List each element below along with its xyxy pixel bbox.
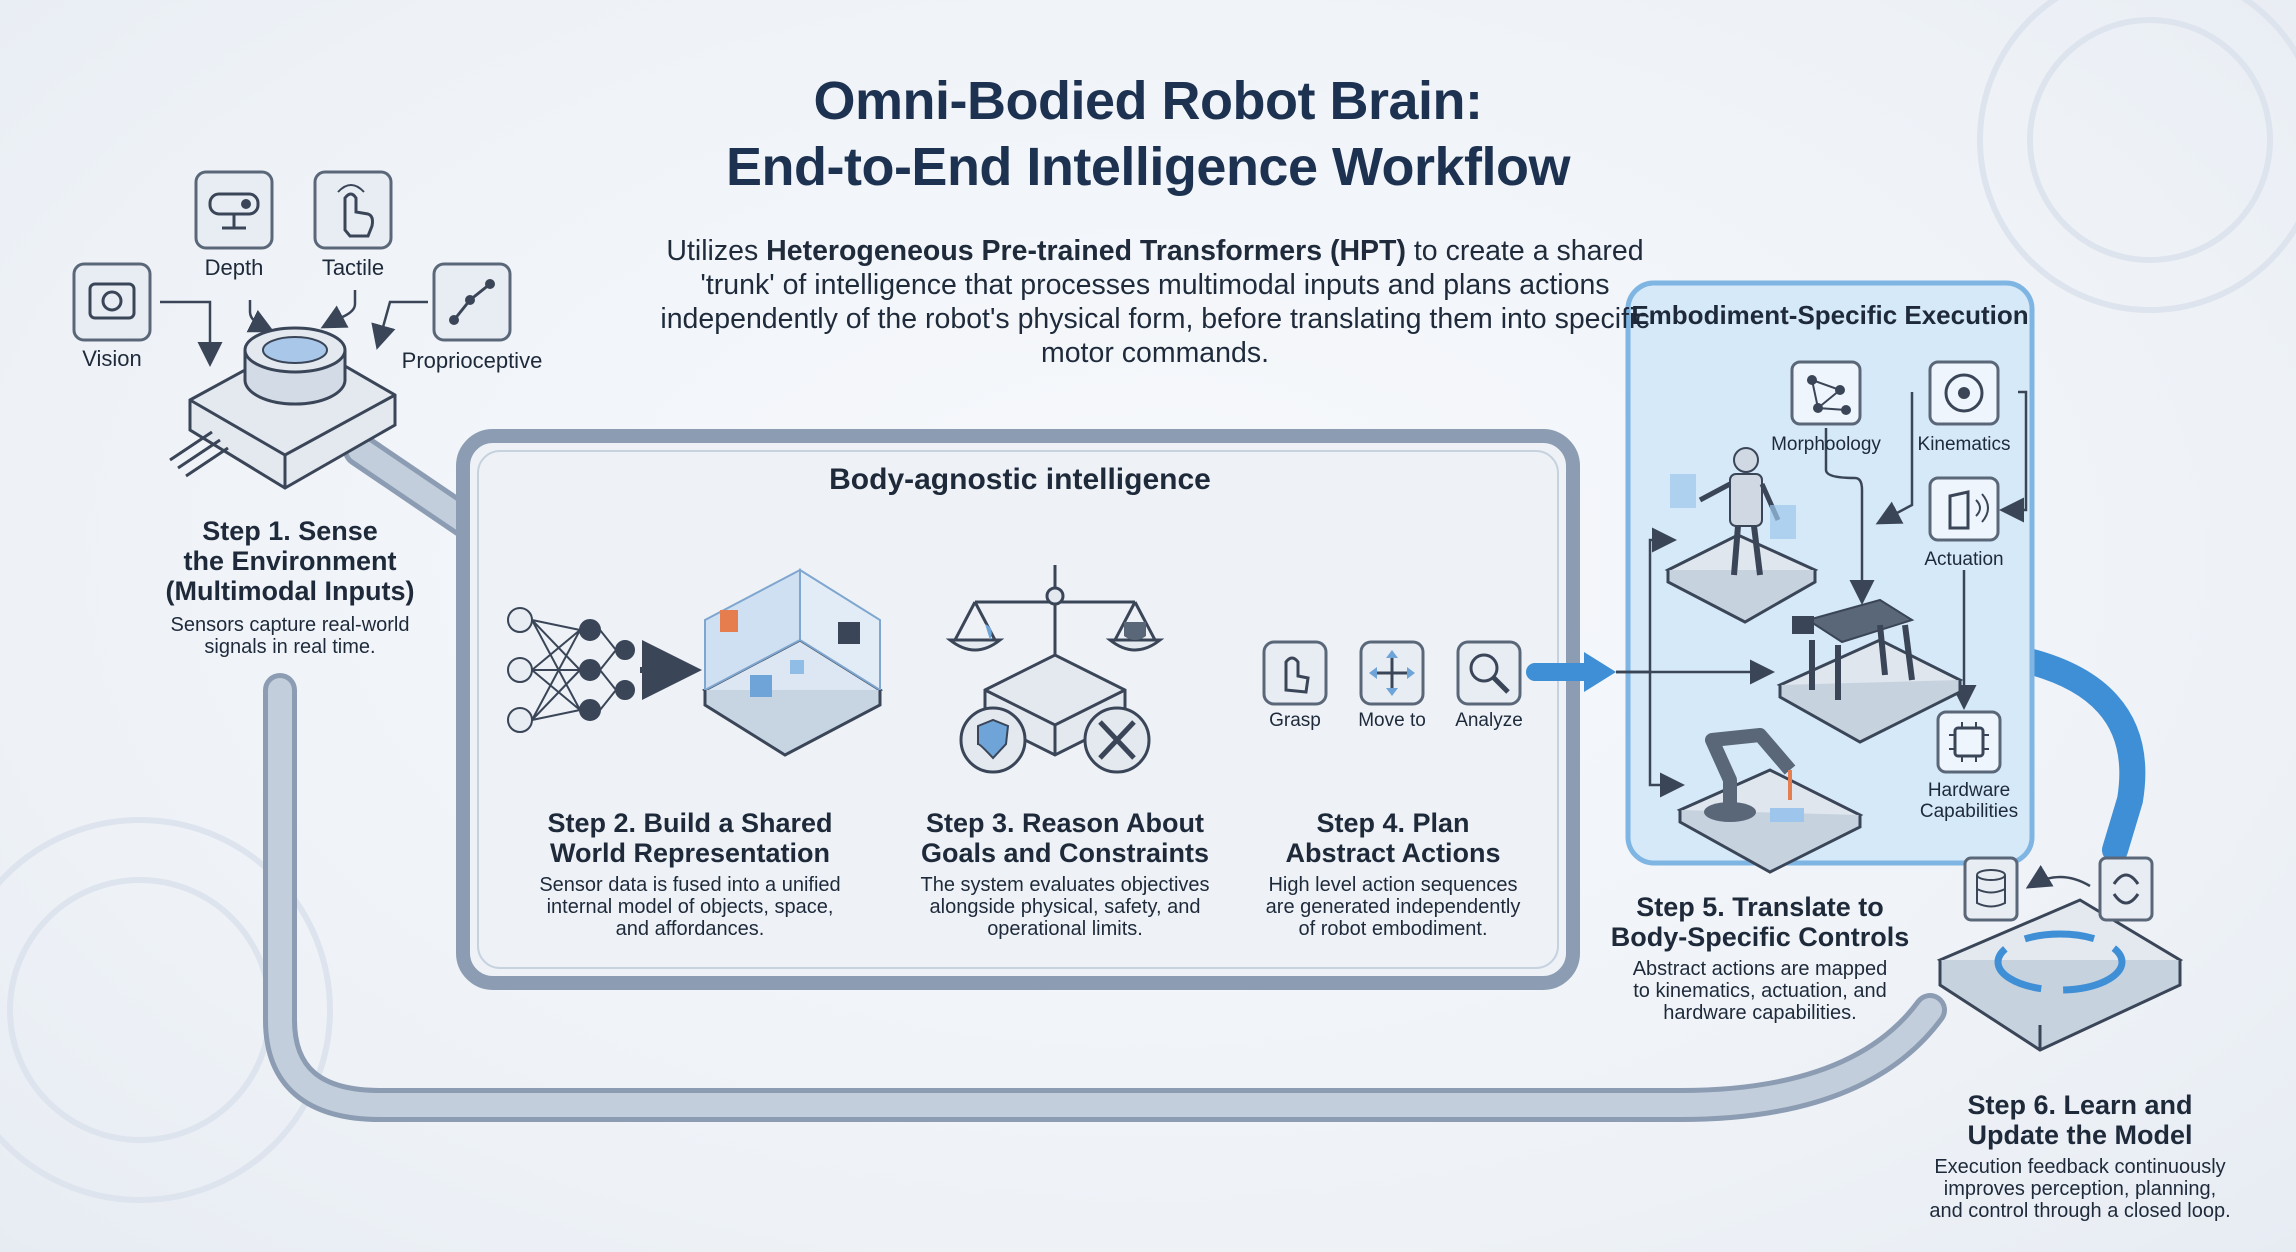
hardware-label: Hardware Capabilities xyxy=(1904,780,2034,822)
depth-icon xyxy=(194,170,274,250)
vision-icon xyxy=(72,262,152,342)
step1-title-2: the Environment xyxy=(183,546,397,576)
analyze-icon xyxy=(1456,640,1522,706)
step6-block: Step 6. Learn and Update the Model Execu… xyxy=(1900,1090,2260,1222)
action-analyze-label: Analyze xyxy=(1455,710,1523,731)
intro-text: Utilizes Heterogeneous Pre-trained Trans… xyxy=(640,234,1670,370)
step3-desc-3: operational limits. xyxy=(987,918,1143,940)
agnostic-box-heading: Body-agnostic intelligence xyxy=(829,463,1211,496)
step6-desc-3: and control through a closed loop. xyxy=(1929,1200,2231,1222)
learning-loop-cube xyxy=(1936,898,2184,1052)
step2-desc-3: and affordances. xyxy=(615,918,765,940)
step2-title-2: World Representation xyxy=(549,838,831,868)
action-grasp-label: Grasp xyxy=(1269,710,1321,731)
loop-arrows xyxy=(2025,864,2091,889)
kinematics-label: Kinematics xyxy=(1917,434,2011,455)
actuation-icon xyxy=(1928,476,2000,542)
step1-desc-1: Sensors capture real-world xyxy=(170,614,410,636)
step5-desc-1: Abstract actions are mapped xyxy=(1632,958,1888,980)
step1-title-1: Step 1. Sense xyxy=(202,516,378,546)
robot-arm xyxy=(1676,728,1864,874)
feedback-loop-pipe xyxy=(263,673,1947,1122)
step6-title-1: Step 6. Learn and xyxy=(1967,1090,2193,1120)
step4-desc-3: of robot embodiment. xyxy=(1298,918,1488,940)
proprioceptive-icon xyxy=(432,262,512,342)
quadruped-robot xyxy=(1776,598,1964,744)
sync-icon xyxy=(2098,856,2154,922)
humanoid-robot xyxy=(1664,447,1819,624)
tools-icon xyxy=(1083,706,1151,774)
proprioceptive-label: Proprioceptive xyxy=(401,348,543,373)
step3-title-1: Step 3. Reason About xyxy=(925,808,1205,838)
embodiment-box xyxy=(1625,280,2035,866)
step1-desc-2: signals in real time. xyxy=(204,636,376,658)
step1-title-3: (Multimodal Inputs) xyxy=(165,576,415,606)
embodiment-arrows xyxy=(1824,390,2028,710)
step4-desc-1: High level action sequences xyxy=(1268,874,1518,896)
intro-prefix: Utilizes xyxy=(666,235,767,267)
database-icon xyxy=(1963,856,2019,922)
morphology-label: Morphoology xyxy=(1771,434,1881,455)
translation-arrow xyxy=(1526,527,1775,798)
neural-network-icon xyxy=(507,607,702,733)
step5-block: Step 5. Translate to Body-Specific Contr… xyxy=(1580,892,1940,1024)
intro-suffix: to create a shared 'trunk' of intelligen… xyxy=(660,235,1650,369)
step4-title-1: Step 4. Plan xyxy=(1316,808,1470,838)
depth-label: Depth xyxy=(204,255,264,280)
step6-desc-1: Execution feedback continuously xyxy=(1934,1156,2226,1178)
execution-feedback-arrow xyxy=(1987,642,2146,863)
vision-label: Vision xyxy=(82,346,142,371)
embodiment-heading: Embodiment-Specific Execution xyxy=(1631,300,2029,330)
tactile-label: Tactile xyxy=(321,255,385,280)
step5-title-1: Step 5. Translate to xyxy=(1636,892,1884,922)
step4-block: Step 4. Plan Abstract Actions High level… xyxy=(1218,808,1568,940)
step5-desc-3: hardware capabilities. xyxy=(1663,1002,1857,1024)
step2-desc-1: Sensor data is fused into a unified xyxy=(539,874,841,896)
sensor-hub xyxy=(169,326,397,490)
move-to-icon xyxy=(1359,640,1425,706)
page-title: Omni-Bodied Robot Brain: End-to-End Inte… xyxy=(548,68,1748,200)
step2-block: Step 2. Build a Shared World Representat… xyxy=(515,808,865,940)
hardware-chip-icon xyxy=(1936,710,2002,774)
safety-shield-icon xyxy=(959,706,1027,774)
step2-desc-2: internal model of objects, space, xyxy=(546,896,834,918)
action-move-to-label: Move to xyxy=(1358,710,1426,731)
morphology-icon xyxy=(1790,360,1862,426)
step2-title-1: Step 2. Build a Shared xyxy=(547,808,833,838)
step5-desc-2: to kinematics, actuation, and xyxy=(1633,980,1887,1002)
title-line-2: End-to-End Intelligence Workflow xyxy=(726,137,1571,197)
step5-title-2: Body-Specific Controls xyxy=(1610,922,1910,952)
step3-title-2: Goals and Constraints xyxy=(920,838,1210,868)
hardware-label-2: Capabilities xyxy=(1919,801,2019,822)
hardware-label-1: Hardware xyxy=(1927,780,2011,801)
world-model-room-icon xyxy=(701,568,884,757)
step3-desc-1: The system evaluates objectives xyxy=(920,874,1210,896)
step1-block: Step 1. Sense the Environment (Multimoda… xyxy=(140,516,440,658)
step3-desc-2: alongside physical, safety, and xyxy=(929,896,1201,918)
step6-title-2: Update the Model xyxy=(1967,1120,2193,1150)
step3-block: Step 3. Reason About Goals and Constrain… xyxy=(890,808,1240,940)
tactile-icon xyxy=(313,170,393,250)
actuation-label: Actuation xyxy=(1924,549,2004,570)
step4-title-2: Abstract Actions xyxy=(1285,838,1501,868)
step4-desc-2: are generated independently xyxy=(1265,896,1521,918)
kinematics-icon xyxy=(1928,360,2000,426)
grasp-icon xyxy=(1262,640,1328,706)
step6-desc-2: improves perception, planning, xyxy=(1943,1178,2217,1200)
intro-highlight: Heterogeneous Pre-trained Transformers (… xyxy=(766,235,1406,267)
input-arrows xyxy=(160,290,428,367)
title-line-1: Omni-Bodied Robot Brain: xyxy=(813,71,1483,131)
